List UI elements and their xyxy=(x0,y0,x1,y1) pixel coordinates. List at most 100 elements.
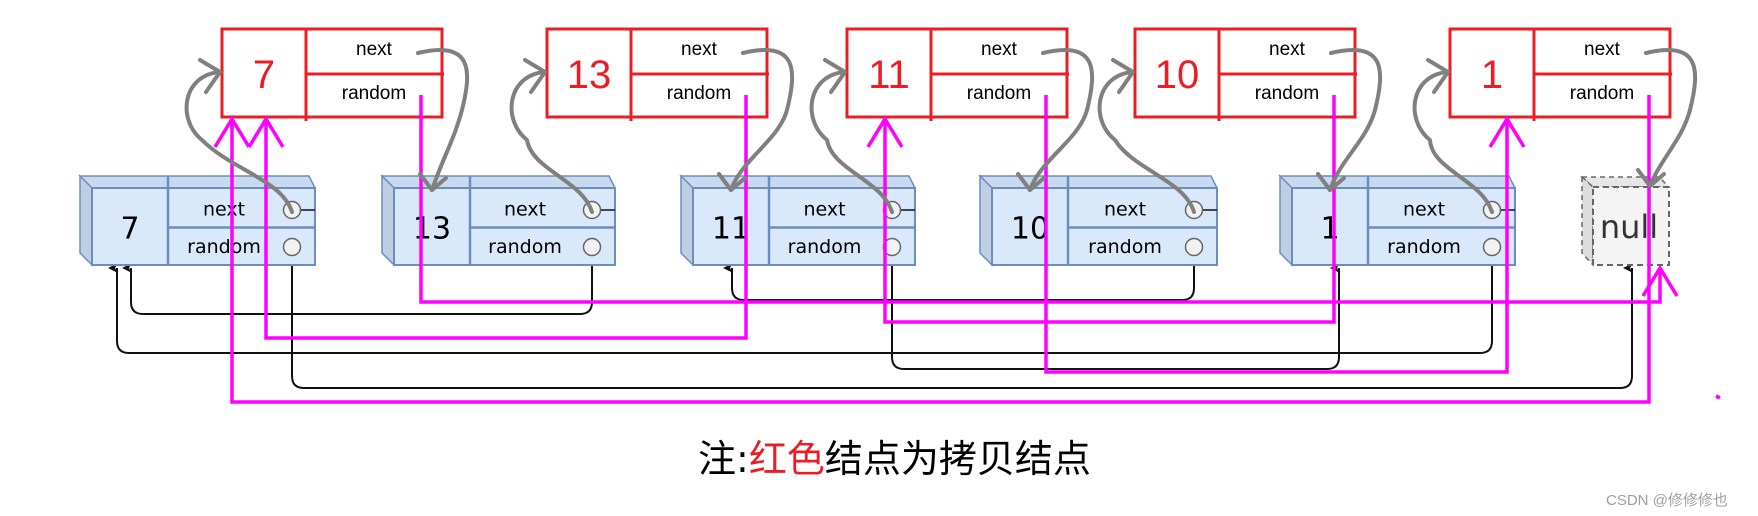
node-top-face xyxy=(978,175,1219,189)
random-pointer-port xyxy=(282,237,302,257)
original-node-11: 11 next random xyxy=(679,174,917,267)
original-random-link-11 xyxy=(891,256,1340,370)
node-value: 13 xyxy=(413,212,451,247)
copy-next-label: next xyxy=(981,39,1018,60)
next-link-original-7-to-copy xyxy=(184,70,294,214)
random-field-label: random xyxy=(488,236,562,258)
next-arrowhead-from-copy-1 xyxy=(1636,168,1666,188)
next-arrowhead-from-copy-10 xyxy=(1316,172,1346,192)
next-field-label: next xyxy=(1403,199,1445,221)
copy-next-label: next xyxy=(1584,39,1621,60)
copy-next-label: next xyxy=(681,39,718,60)
node-side-face xyxy=(381,174,395,267)
copy-random-link-7 xyxy=(419,95,1662,304)
original-nodes: 7 next random 13 next random 11 next random 10 nex… xyxy=(78,174,1517,267)
next-arrowhead-from-copy-11 xyxy=(1016,172,1046,192)
copy-random-arrowhead-11 xyxy=(1488,115,1526,148)
random-field-label: random xyxy=(788,236,862,258)
caption-prefix: 注: xyxy=(698,437,749,481)
copy-node-value: 7 xyxy=(253,53,275,97)
copy-random-label: random xyxy=(1255,83,1319,104)
node-side-face xyxy=(680,174,694,267)
null-side-face xyxy=(1581,175,1594,267)
copy-random-links xyxy=(213,95,1721,404)
copy-node-value: 1 xyxy=(1481,53,1503,97)
next-link-original-1-to-copy xyxy=(1412,70,1494,214)
random-pointer-port xyxy=(582,237,602,257)
caption-highlight: 红色 xyxy=(748,437,825,481)
next-field-label: next xyxy=(504,199,546,221)
next-field-label: next xyxy=(203,199,245,221)
next-arrowhead-from-copy-7 xyxy=(418,172,448,192)
node-side-face xyxy=(79,174,93,267)
original-random-link-10 xyxy=(723,256,1195,301)
copy-node-value: 10 xyxy=(1155,53,1200,97)
copy-random-arrowhead-13 xyxy=(247,115,285,148)
null-node: null xyxy=(1580,175,1671,267)
node-value: 11 xyxy=(712,212,750,247)
node-top-face xyxy=(1278,175,1517,189)
copy-random-label: random xyxy=(1570,83,1634,104)
next-link-copy-11-to-next xyxy=(1028,47,1095,192)
next-link-copy-13-to-next xyxy=(729,47,795,192)
stray-mark xyxy=(1715,394,1721,400)
node-side-face xyxy=(1279,174,1293,267)
next-link-original-11-to-copy xyxy=(809,70,894,214)
random-field-label: random xyxy=(1088,236,1162,258)
node-value: 1 xyxy=(1320,212,1339,247)
random-field-label: random xyxy=(1387,236,1461,258)
copy-random-link-1 xyxy=(230,95,1651,404)
next-link-copy-1-to-next xyxy=(1644,47,1698,188)
original-node-10: 10 next random xyxy=(978,174,1219,267)
original-random-link-7 xyxy=(291,256,1633,389)
next-arrowhead-into-copy-10 xyxy=(1111,58,1135,94)
node-top-face xyxy=(679,175,917,189)
copy-random-label: random xyxy=(667,83,731,104)
next-field-label: next xyxy=(803,199,845,221)
copy-random-link-10 xyxy=(883,95,1336,324)
next-arrowhead-into-copy-11 xyxy=(823,58,847,94)
copy-next-label: next xyxy=(356,39,393,60)
node-side-face xyxy=(979,174,993,267)
copy-next-label: next xyxy=(1269,39,1306,60)
next-link-original-10-to-copy xyxy=(1097,70,1196,214)
copy-node-value: 11 xyxy=(868,53,910,97)
copy-random-label: random xyxy=(967,83,1031,104)
original-node-13: 13 next random xyxy=(380,174,617,267)
node-value: 10 xyxy=(1011,212,1049,247)
next-links xyxy=(184,47,1698,214)
null-front-face xyxy=(1592,186,1670,266)
original-random-link-13 xyxy=(122,256,593,315)
random-pointer-port xyxy=(1184,237,1204,257)
node-top-face xyxy=(380,175,617,189)
random-field-label: random xyxy=(187,236,261,258)
next-arrowhead-into-copy-13 xyxy=(523,58,547,94)
watermark: CSDN @修修修也 xyxy=(1606,492,1728,509)
next-link-copy-10-to-next xyxy=(1328,47,1383,192)
caption: 注:红色结点为拷贝结点 xyxy=(698,428,1091,483)
next-link-copy-7-to-next xyxy=(416,47,470,192)
copy-random-arrowhead-1 xyxy=(213,115,251,148)
original-random-links xyxy=(108,256,1633,389)
node-top-face xyxy=(78,175,317,189)
next-arrowhead-from-copy-13 xyxy=(717,172,747,192)
original-node-7: 7 next random xyxy=(78,174,317,267)
next-arrowhead-into-copy-1 xyxy=(1426,58,1450,94)
copy-node-10: 10 next random xyxy=(1133,27,1357,121)
copy-random-label: random xyxy=(342,83,406,104)
copy-node-11: 11 next random xyxy=(845,27,1069,121)
next-field-label: next xyxy=(1104,199,1146,221)
copy-random-link-13 xyxy=(264,95,748,340)
null-node-box: null xyxy=(1580,175,1671,267)
copy-node-1: 1 next random xyxy=(1448,27,1672,121)
copy-random-link-11 xyxy=(1044,95,1509,374)
random-pointer-port xyxy=(1482,237,1502,257)
copy-node-7: 7 next random xyxy=(220,27,444,121)
caption-suffix: 结点为拷贝结点 xyxy=(824,437,1091,481)
original-node-1: 1 next random xyxy=(1278,174,1517,267)
node-value: 7 xyxy=(120,212,139,247)
next-arrowhead-into-copy-7 xyxy=(198,58,222,94)
